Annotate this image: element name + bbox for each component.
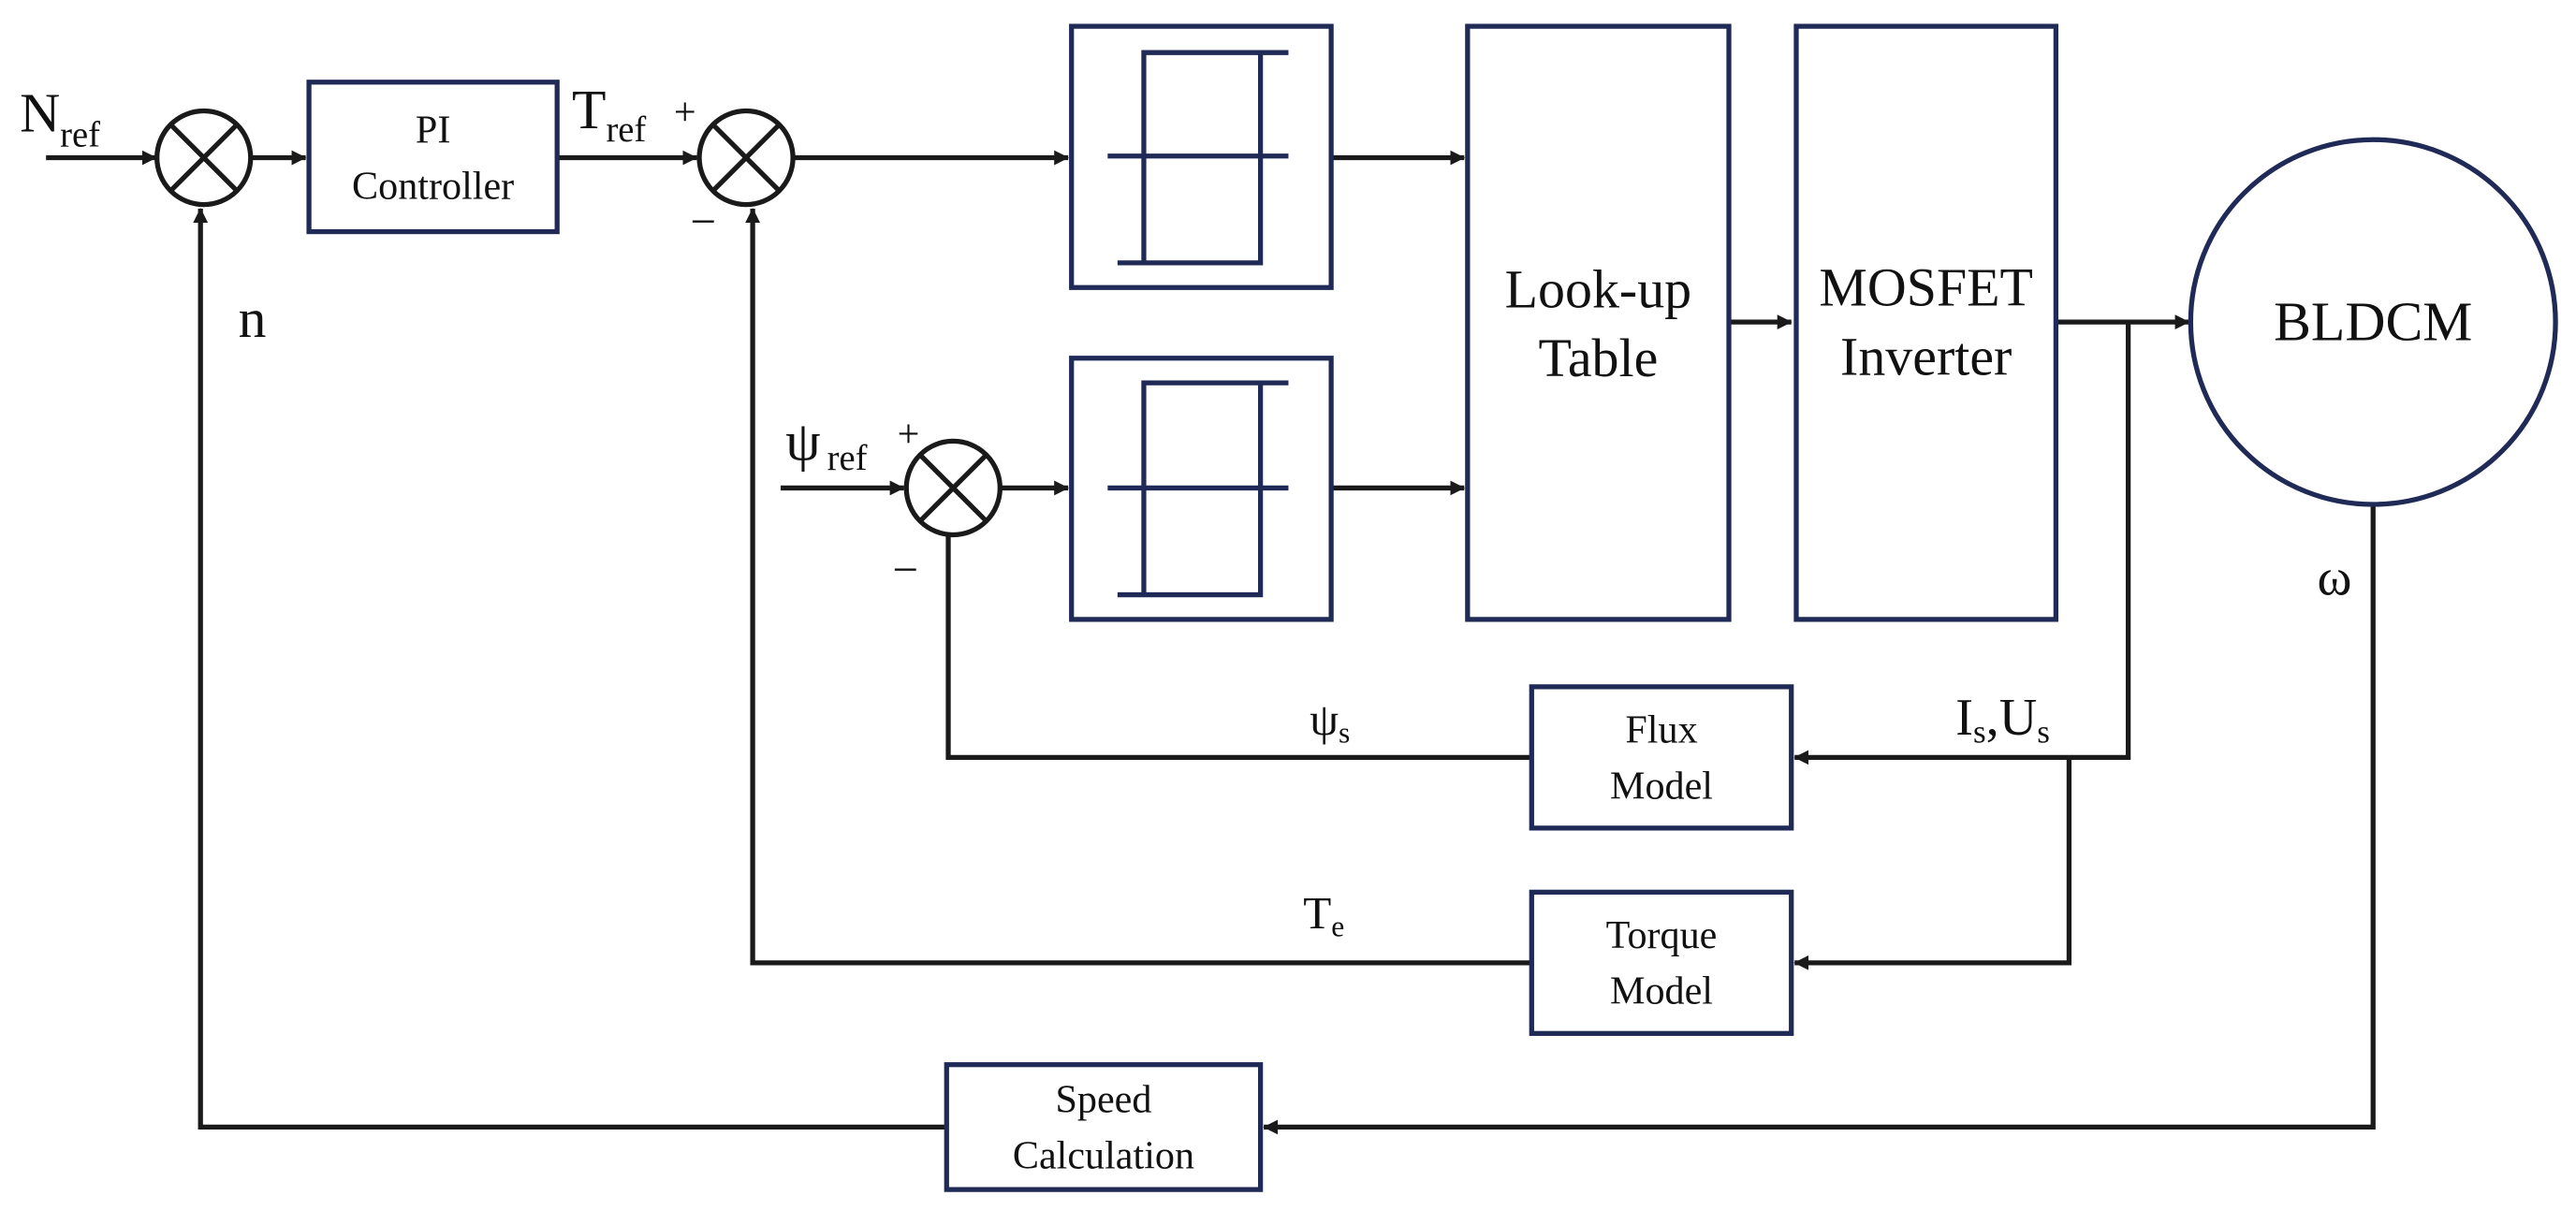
pi-controller-label-line1: PI (416, 109, 450, 153)
flux-feedback-label: ψs (1310, 693, 1350, 750)
torque-feedback-label: Te (1303, 887, 1344, 943)
omega-to-speed-calc-line (1263, 503, 2376, 1135)
torque-reference-label: Tref (572, 79, 646, 150)
flux-ref-plus-sign: + (898, 413, 920, 457)
speed-calculation-label-line1: Speed (1055, 1078, 1151, 1122)
lookup-table-block: Look-up Table (1465, 23, 1732, 622)
speed-calculation-label-line2: Calculation (1013, 1133, 1194, 1177)
torque-model-label-line2: Model (1610, 969, 1713, 1013)
summing-junction-flux (903, 438, 1003, 538)
mosfet-inverter-label-line1: MOSFET (1819, 257, 2033, 318)
flux-model-label-line1: Flux (1625, 708, 1697, 752)
inverter-tap-line (2069, 322, 2131, 761)
torque-ref-plus-sign: + (674, 90, 696, 134)
motor-label: BLDCM (2274, 290, 2472, 352)
flux-model-label-line2: Model (1610, 764, 1713, 808)
speed-calculation-block: Speed Calculation (944, 1062, 1264, 1192)
hysteresis-comparator-flux (1069, 356, 1334, 622)
speed-feedback-line (193, 208, 947, 1130)
summing-junction-torque (696, 108, 796, 208)
mosfet-inverter-block: MOSFET Inverter (1793, 23, 2059, 622)
lookup-table-label-line1: Look-up (1505, 258, 1691, 319)
torque-model-block: Torque Model (1529, 889, 1794, 1036)
mosfet-inverter-label-line2: Inverter (1840, 326, 2012, 386)
lookup-table-label-line2: Table (1539, 328, 1659, 388)
rotor-speed-label: ω (2318, 549, 2352, 607)
speed-feedback-label: n (239, 287, 267, 349)
speed-reference-label: Nref (20, 81, 100, 154)
torque-minus-sign: − (690, 196, 716, 247)
summing-junction-speed (154, 108, 254, 208)
pi-controller-label-line2: Controller (352, 164, 514, 208)
torque-feedback-line (745, 208, 1530, 966)
torque-model-label-line1: Torque (1606, 913, 1718, 957)
flux-model-block: Flux Model (1529, 684, 1794, 831)
flux-minus-sign: − (892, 544, 918, 595)
bldc-motor: BLDCM (2188, 137, 2558, 507)
to-torque-model-line (1793, 757, 2072, 970)
pi-controller-block: PI Controller (306, 80, 560, 235)
current-voltage-label: Is,Us (1955, 689, 2050, 751)
hysteresis-comparator-torque (1069, 23, 1334, 290)
flux-feedback-line (941, 491, 1530, 761)
